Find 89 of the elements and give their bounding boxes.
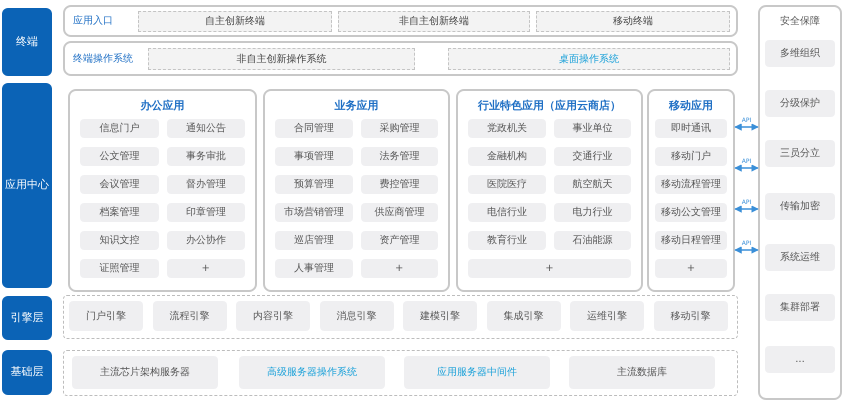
module-box: 公文管理 <box>80 147 158 166</box>
module-box: 桌面操作系统 <box>448 48 730 70</box>
module-box: 督办管理 <box>166 175 245 194</box>
api-arrow <box>734 123 759 131</box>
module-box: + <box>166 259 245 278</box>
app-group-panel <box>647 89 735 292</box>
module-box: 移动日程管理 <box>655 231 727 250</box>
module-box: 事务审批 <box>166 147 245 166</box>
module-box: 金融机构 <box>468 147 546 166</box>
module-box: 电力行业 <box>554 203 631 222</box>
module-box: 知识文控 <box>80 231 158 250</box>
module-box: 应用服务器中间件 <box>404 356 550 389</box>
group-title: 业务应用 <box>334 98 380 114</box>
module-box: 石油能源 <box>554 231 631 250</box>
module-box: 供应商管理 <box>360 203 438 222</box>
module-box: + <box>468 259 631 278</box>
api-arrow <box>734 164 759 172</box>
module-box: 建模引擎 <box>403 301 477 331</box>
module-box: 多维组织 <box>765 40 835 67</box>
module-box: 法务管理 <box>360 147 438 166</box>
module-box: 合同管理 <box>275 119 352 138</box>
module-box: 事业单位 <box>554 119 631 138</box>
layer-panel <box>63 41 738 76</box>
module-box: 移动引擎 <box>654 301 728 331</box>
api-arrow <box>734 205 759 213</box>
layer-panel <box>63 350 738 396</box>
module-box: 办公协作 <box>166 231 245 250</box>
layer-label: 终端 <box>2 8 52 76</box>
module-box: 自主创新终端 <box>138 11 332 32</box>
module-box: 费控管理 <box>360 175 438 194</box>
module-box: 主流数据库 <box>569 356 715 389</box>
app-group-panel <box>456 89 643 292</box>
security-panel <box>758 5 842 400</box>
row-title: 终端操作系统 <box>73 52 133 66</box>
module-box: ... <box>765 346 835 373</box>
module-box: 采购管理 <box>360 119 438 138</box>
module-box: 运维引擎 <box>570 301 644 331</box>
module-box: 市场营销管理 <box>275 203 352 222</box>
module-box: 预算管理 <box>275 175 352 194</box>
row-title: 应用入口 <box>73 14 113 28</box>
module-box: 集群部署 <box>765 294 835 321</box>
module-box: 移动门户 <box>655 147 727 166</box>
layer-label: 应用中心 <box>2 83 52 288</box>
layer-label: 基础层 <box>2 350 52 395</box>
module-box: 事项管理 <box>275 147 352 166</box>
module-box: 移动公文管理 <box>655 203 727 222</box>
module-box: 系统运维 <box>765 244 835 271</box>
module-box: 证照管理 <box>80 259 158 278</box>
module-box: 非自主创新操作系统 <box>148 48 415 70</box>
module-box: 即时通讯 <box>655 119 727 138</box>
module-box: 三员分立 <box>765 140 835 167</box>
layer-panel <box>63 295 738 339</box>
module-box: 档案管理 <box>80 203 158 222</box>
module-box: 分级保护 <box>765 90 835 117</box>
module-box: 主流芯片架构服务器 <box>72 356 218 389</box>
module-box: 航空航天 <box>554 175 631 194</box>
module-box: 印章管理 <box>166 203 245 222</box>
module-box: 流程引擎 <box>152 301 226 331</box>
module-box: 高级服务器操作系统 <box>239 356 385 389</box>
group-title: 移动应用 <box>668 98 714 114</box>
module-box: 巡店管理 <box>275 231 352 250</box>
module-box: 教育行业 <box>468 231 546 250</box>
module-box: 信息门户 <box>80 119 158 138</box>
group-title: 安全保障 <box>779 14 821 29</box>
group-title: 办公应用 <box>139 98 186 114</box>
module-box: 党政机关 <box>468 119 546 138</box>
module-box: + <box>360 259 438 278</box>
module-box: 会议管理 <box>80 175 158 194</box>
group-title: 行业特色应用（应用云商店） <box>476 98 622 114</box>
module-box: 门户引擎 <box>69 301 143 331</box>
module-box: 电信行业 <box>468 203 546 222</box>
layer-label: 引擎层 <box>2 296 52 340</box>
app-group-panel <box>263 89 450 292</box>
module-box: 移动流程管理 <box>655 175 727 194</box>
app-group-panel <box>68 89 257 292</box>
module-box: 传输加密 <box>765 193 835 220</box>
module-box: + <box>655 259 727 278</box>
module-box: 集成引擎 <box>486 301 560 331</box>
layer-panel <box>63 5 738 37</box>
module-box: 资产管理 <box>360 231 438 250</box>
module-box: 交通行业 <box>554 147 631 166</box>
module-box: 人事管理 <box>275 259 352 278</box>
module-box: 消息引擎 <box>320 301 394 331</box>
module-box: 内容引擎 <box>236 301 310 331</box>
module-box: 非自主创新终端 <box>338 11 530 32</box>
module-box: 医院医疗 <box>468 175 546 194</box>
api-arrow <box>734 246 759 254</box>
module-box: 移动终端 <box>536 11 730 32</box>
module-box: 通知公告 <box>166 119 245 138</box>
